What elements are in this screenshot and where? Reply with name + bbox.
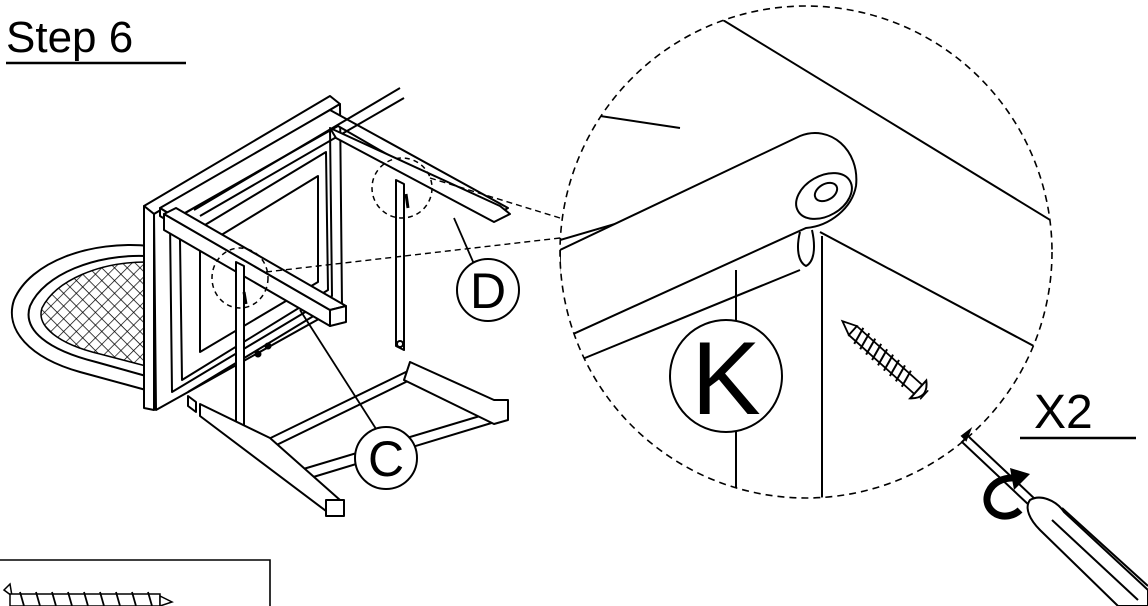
callout-c: C (354, 426, 418, 490)
zoom-circle (559, 5, 1053, 499)
callout-c-label: C (368, 431, 404, 487)
parts-screw-icon (2, 582, 174, 606)
callout-k: K (669, 319, 783, 437)
leader-d (453, 217, 475, 265)
detail-circle-d (371, 157, 433, 219)
zoom-detail (559, 5, 1053, 499)
callout-d: D (456, 258, 520, 322)
quantity-label: X2 (1034, 386, 1093, 439)
rotate-arrow-icon (983, 468, 1030, 520)
parts-box (0, 559, 271, 606)
step-title: Step 6 (6, 13, 133, 62)
screw-icon (840, 319, 929, 400)
seat-mesh (40, 261, 147, 367)
chair-icon (10, 87, 511, 517)
detail-circle-c (211, 247, 269, 309)
callout-k-label: K (691, 321, 760, 437)
screwdriver-icon (960, 427, 1148, 606)
callout-d-label: D (470, 263, 506, 319)
projection-line-top (429, 177, 561, 219)
leader-c (299, 309, 379, 433)
